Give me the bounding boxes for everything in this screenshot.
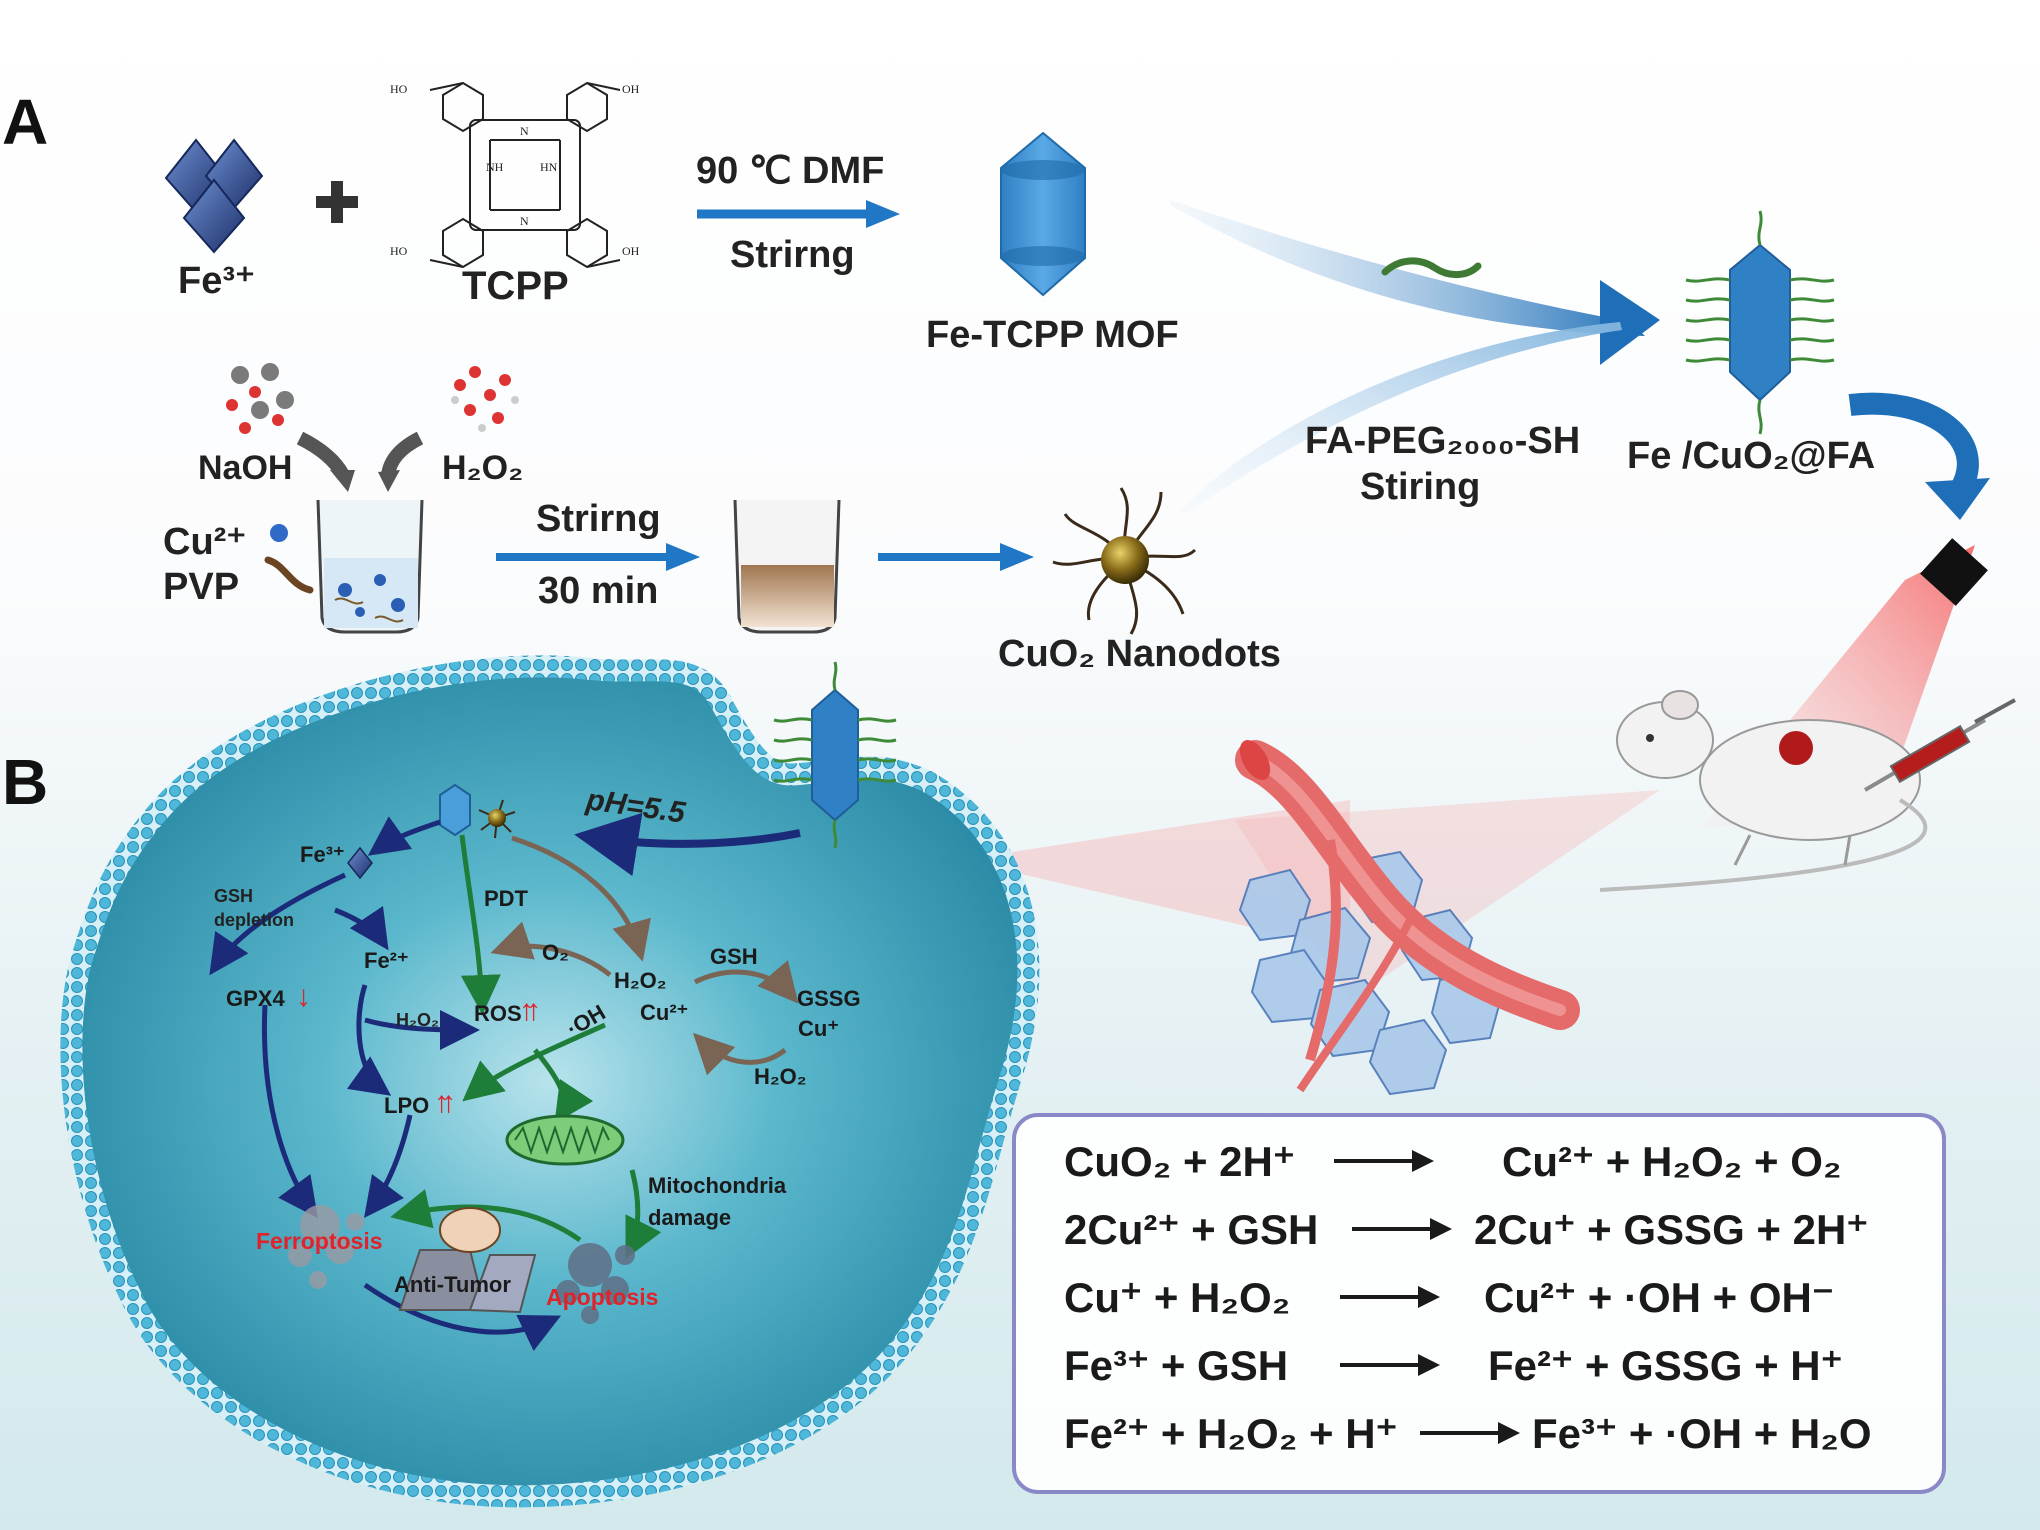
mof-label: Fe-TCPP MOF: [926, 314, 1179, 356]
tcpp-nh: NH: [486, 160, 504, 174]
tumor-tissue-icon: [1235, 740, 1580, 1096]
equation-lhs: 2Cu²⁺ + GSH: [1064, 1206, 1319, 1253]
ferroptosis-cell-icon: [288, 1205, 364, 1289]
equation-rhs: 2Cu⁺ + GSSG + 2H⁺: [1474, 1206, 1869, 1253]
reaction-arrow-icon: [1334, 1150, 1434, 1172]
pvp-label: PVP: [163, 566, 240, 608]
tcpp-label: TCPP: [462, 264, 569, 308]
tcpp-ho-top: HO: [390, 82, 408, 96]
equation-rhs: Fe²⁺ + GSSG + H⁺: [1488, 1342, 1843, 1389]
fe3-crystals-icon: [164, 138, 264, 254]
equation-lhs: Fe³⁺ + GSH: [1064, 1342, 1289, 1389]
product-nanoparticle-icon: [1685, 210, 1835, 435]
panel-label-a: A: [2, 86, 49, 158]
tcpp-n-top: N: [520, 124, 529, 138]
reaction-arrow-icon: [1340, 1354, 1440, 1376]
h2o2-label: H₂O₂: [442, 449, 524, 487]
lpo-up-icon: ↑↑: [434, 1086, 456, 1119]
condition-30min: 30 min: [538, 570, 659, 612]
h2o2-cell-a: H₂O₂: [614, 968, 667, 993]
laser-icon: [1920, 538, 1988, 606]
cell-fe3: Fe³⁺: [300, 842, 345, 867]
naoh-label: NaOH: [198, 449, 293, 487]
apoptosis-label: Apoptosis: [546, 1284, 659, 1310]
handshake-icon: [398, 1207, 537, 1314]
naoh-molecules-icon: [226, 363, 294, 434]
tcpp-oh-top: OH: [622, 82, 640, 96]
ferroptosis-label: Ferroptosis: [256, 1228, 383, 1254]
gpx4-down-icon: ↓: [296, 980, 311, 1013]
reaction-arrow-icon: [1340, 1286, 1440, 1308]
cu2-cell-label: Cu²⁺: [640, 1000, 689, 1025]
panel-label-b: B: [2, 746, 49, 818]
mof-crystal-icon: [1000, 131, 1086, 297]
product-label: Fe /CuO₂@FA: [1627, 435, 1876, 477]
reaction-arrow-icon: [1352, 1218, 1452, 1240]
nanoparticle-entering-icon: [773, 661, 897, 849]
h2o2-cell-b: H₂O₂: [754, 1064, 807, 1089]
condition-stirring-1: Strirng: [730, 234, 855, 276]
reaction-equations-box: CuO₂ + 2H⁺ Cu²⁺ + H₂O₂ + O₂ 2Cu²⁺ + GSH …: [1012, 1113, 1946, 1494]
swoosh-arrowhead-icon: [1600, 280, 1660, 365]
curved-arrow-icon: [1848, 392, 1979, 496]
peg-chain-icon: [1381, 257, 1482, 278]
equation-rhs: Cu²⁺ + ·OH + OH⁻: [1484, 1274, 1835, 1321]
gsh-depletion-2: depletion: [214, 910, 294, 930]
condition-stirring-2: Strirng: [536, 498, 661, 540]
equation-rhs: Cu²⁺ + H₂O₂ + O₂: [1502, 1138, 1842, 1185]
ros-label: ROS: [474, 1001, 522, 1026]
cu2-label: Cu²⁺: [163, 521, 247, 563]
h2o2-cell-c: H₂O₂: [396, 1010, 439, 1030]
cu-plus-label: Cu⁺: [798, 1016, 839, 1041]
cell-fe2: Fe²⁺: [364, 948, 409, 973]
equation-lhs: Cu⁺ + H₂O₂: [1064, 1274, 1291, 1321]
ros-up-icon: ↑↑: [519, 994, 541, 1027]
h2o2-molecules-icon: [451, 366, 519, 432]
condition-90c-dmf: 90 ℃ DMF: [696, 150, 885, 192]
peg-label: FA-PEG₂₀₀₀-SH: [1305, 420, 1581, 462]
mito-damage-2: damage: [648, 1205, 732, 1230]
fe3-label: Fe³⁺: [178, 260, 256, 302]
mito-damage-1: Mitochondria: [648, 1173, 787, 1198]
mitochondrion-icon: [505, 1114, 625, 1166]
swoosh-top: [1170, 200, 1645, 336]
syringe-icon: [1863, 698, 2016, 792]
pvp-chain-icon: [264, 556, 314, 594]
cuo2-nanodot-icon: [1052, 487, 1197, 635]
equation-rhs: Fe³⁺ + ·OH + H₂O: [1532, 1410, 1872, 1457]
cu-ion-icon: [270, 524, 288, 542]
gsh-depletion-1: GSH: [214, 886, 254, 906]
tcpp-oh-bottom: OH: [622, 244, 640, 258]
equation-lhs: CuO₂ + 2H⁺: [1064, 1138, 1296, 1185]
beaker-1-icon: [316, 499, 424, 634]
plus-icon: [316, 181, 358, 223]
apoptosis-cell-icon: [556, 1243, 635, 1324]
pdt-label: PDT: [484, 886, 528, 911]
nanodots-label: CuO₂ Nanodots: [998, 633, 1281, 675]
gssg-label: GSSG: [797, 986, 861, 1011]
tcpp-structure-icon: [429, 81, 621, 269]
tcpp-hn: HN: [540, 160, 558, 174]
arrow-icon: [1000, 543, 1034, 571]
fe3-in-cell-icon: [347, 846, 373, 880]
gsh-label: GSH: [710, 944, 758, 969]
antitumor-label: Anti-Tumor: [394, 1272, 511, 1297]
reaction-arrow-icon: [1420, 1422, 1520, 1444]
tcpp-n-bottom: N: [520, 214, 529, 228]
peg-stiring: Stiring: [1360, 466, 1481, 508]
arrow-icon: [866, 200, 900, 228]
equation-lhs: Fe²⁺ + H₂O₂ + H⁺: [1064, 1410, 1398, 1457]
lpo-label: LPO: [384, 1093, 430, 1118]
arrow-icon: [666, 543, 700, 571]
mouse-icon: [1599, 690, 1928, 892]
nanodot-in-cell-icon: [478, 799, 516, 839]
gpx4-label: GPX4: [226, 986, 285, 1011]
o2-label: O₂: [542, 940, 569, 965]
beaker-2-icon: [733, 499, 841, 634]
tcpp-ho-bottom: HO: [390, 244, 408, 258]
ph-arrow: [574, 812, 801, 877]
mof-in-cell-icon: [439, 783, 471, 837]
